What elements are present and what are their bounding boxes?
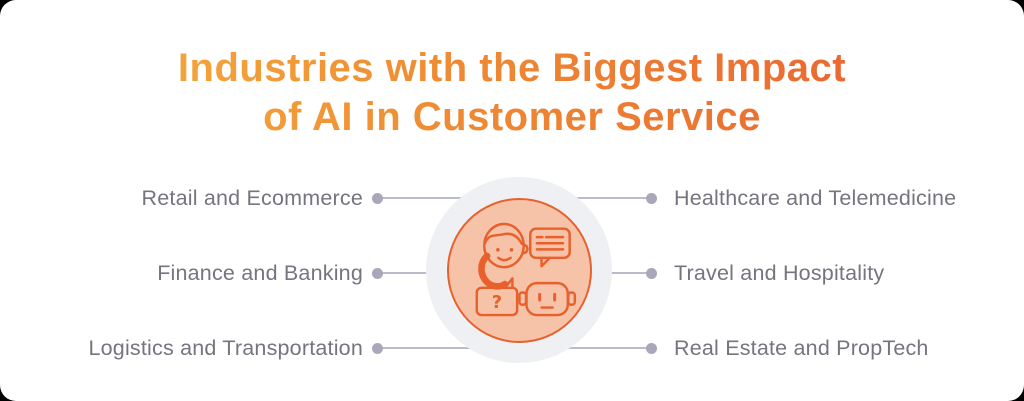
page-title: Industries with the Biggest Impact of AI… [0,44,1024,142]
chat-message-bubble-icon [529,227,571,268]
support-agent-on-phone-icon [478,222,529,290]
page-title-line-1: Industries with the Biggest Impact [177,46,847,90]
industry-label-realestate-proptech: Real Estate and PropTech [674,336,929,360]
ai-customer-service-icon: ? [475,222,577,317]
page-title-line-2: of AI in Customer Service [263,95,761,139]
connector-dot-right-3 [646,342,657,354]
connector-line-right-3 [566,347,650,349]
connector-dot-left-3 [372,342,383,354]
center-medallion-inner: ? [446,197,592,343]
question-bubble-icon: ? [475,277,519,317]
question-mark-glyph: ? [492,292,502,313]
center-medallion: ? [426,177,612,363]
connector-line-left-3 [382,347,470,349]
connector-dot-right-2 [646,267,657,279]
chatbot-head-icon [518,281,577,317]
connector-line-left-1 [382,197,470,199]
connector-dot-left-2 [372,267,383,279]
industry-label-retail-ecommerce: Retail and Ecommerce [141,186,363,210]
industry-label-logistics-transportation: Logistics and Transportation [88,336,363,360]
industry-label-finance-banking: Finance and Banking [157,261,363,285]
industry-label-healthcare-telemedicine: Healthcare and Telemedicine [674,186,957,210]
connector-dot-left-1 [372,192,383,204]
industry-label-travel-hospitality: Travel and Hospitality [674,261,885,285]
connector-dot-right-1 [646,192,657,204]
connector-line-right-1 [566,197,650,199]
